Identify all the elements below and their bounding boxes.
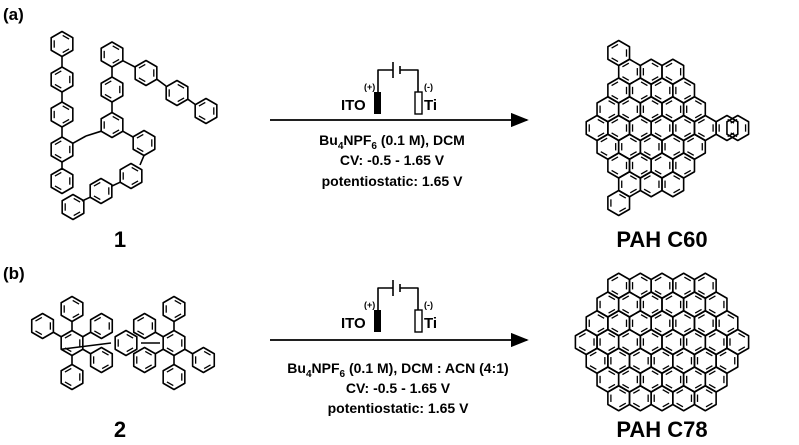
conditions-potentiostatic-b: potentiostatic: 1.65 V (328, 400, 469, 416)
phenyl-ring (50, 101, 74, 128)
conditions-potentiostatic-a: potentiostatic: 1.65 V (322, 173, 463, 189)
electrochemical-cell-a: (+) (-) ITO Ti (341, 62, 437, 115)
pendant-phenyl-ring (89, 346, 114, 374)
phenyl-ring (194, 97, 218, 125)
pah-c60-label: PAH C60 (616, 227, 707, 252)
benzo-ring (607, 39, 631, 67)
pah-c78-structure (574, 272, 750, 412)
molecule-1-structure (50, 30, 218, 221)
cathode-label: Ti (424, 97, 437, 114)
pendant-phenyl-ring (132, 346, 157, 374)
aromatic-ring (661, 170, 685, 198)
cathode-polarity: (-) (424, 82, 433, 92)
conditions-electrolyte-b: Bu4NPF6 (0.1 M), DCM : ACN (4:1) (287, 360, 508, 380)
pendant-phenyl-ring (60, 295, 84, 323)
anode-label: ITO (341, 97, 366, 114)
phenyl-ring (50, 30, 74, 58)
linker-phenyl-ring (114, 329, 138, 357)
ito-electrode-b (374, 310, 381, 332)
compound-1-label: 1 (114, 227, 126, 252)
compound-2-label: 2 (114, 417, 126, 442)
anode-polarity: (+) (364, 82, 375, 92)
pendant-phenyl-ring (191, 346, 216, 374)
benzo-ring (607, 189, 631, 217)
pendant-phenyl-ring (30, 312, 55, 340)
aromatic-ring (715, 114, 739, 142)
phenyl-ring (50, 167, 74, 195)
phenyl-ring (50, 136, 74, 163)
pendant-phenyl-ring (89, 312, 114, 340)
anode-polarity-b: (+) (364, 300, 375, 310)
pah-c78-label: PAH C78 (616, 417, 707, 442)
pendant-phenyl-ring (132, 312, 157, 340)
ti-electrode (414, 91, 423, 115)
cathode-polarity-b: (-) (424, 300, 433, 310)
phenyl-ring (50, 66, 74, 93)
electrochemical-cell-b: (+) (-) ITO Ti (341, 280, 437, 333)
anode-label-b: ITO (341, 315, 366, 332)
molecule-2-structure (30, 295, 216, 391)
pah-c60-structure (585, 39, 750, 217)
ito-electrode (374, 92, 381, 114)
phenyl-ring (132, 129, 156, 157)
conditions-cv-a: CV: -0.5 - 1.65 V (340, 152, 445, 168)
benzo-ring (726, 114, 750, 142)
ti-electrode-b (414, 309, 423, 333)
cathode-label-b: Ti (424, 315, 437, 332)
pendant-phenyl-ring (162, 295, 186, 323)
aromatic-ring (693, 384, 717, 412)
phenyl-ring (61, 193, 85, 221)
conditions-cv-b: CV: -0.5 - 1.65 V (346, 380, 451, 396)
panel-label-b: (b) (3, 264, 25, 283)
panel-label-a: (a) (3, 5, 24, 24)
pendant-phenyl-ring (162, 363, 186, 391)
conditions-electrolyte-a: Bu4NPF6 (0.1 M), DCM (319, 132, 465, 152)
pendant-phenyl-ring (60, 363, 84, 391)
